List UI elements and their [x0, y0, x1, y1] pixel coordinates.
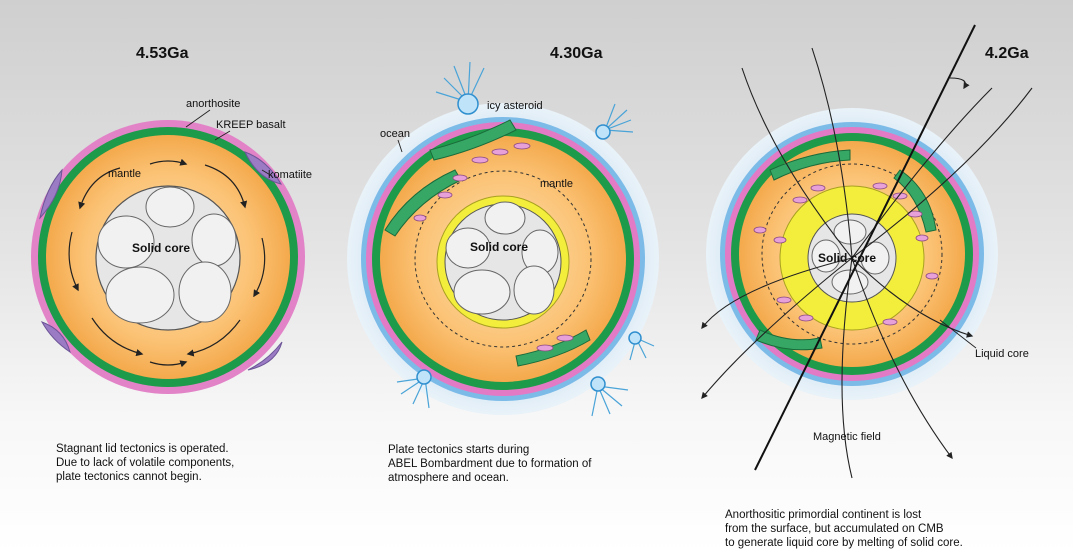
anorthosite-label: anorthosite: [186, 98, 240, 110]
panel-4-53ga: 4.53Ga anorthosite KREEP basalt komatiit…: [31, 45, 312, 394]
caption-line: Stagnant lid tectonics is operated.: [56, 442, 234, 456]
liquid-core-label: Liquid core: [975, 348, 1029, 360]
caption-line: from the surface, but accumulated on CMB: [725, 522, 963, 536]
age-label: 4.53Ga: [136, 45, 189, 62]
ocean-label: ocean: [380, 128, 410, 140]
solid-core-label: Solid core: [470, 240, 528, 254]
age-label: 4.2Ga: [985, 45, 1029, 62]
panel-4-2ga: 4.2Ga Solid core Liquid core Magnetic fi…: [702, 25, 1032, 478]
solid-core-label: Solid core: [132, 241, 190, 255]
komatiite-label: komatiite: [268, 169, 312, 181]
caption-line: Anorthositic primordial continent is los…: [725, 508, 963, 522]
mantle-label: mantle: [540, 178, 573, 190]
caption-line: atmosphere and ocean.: [388, 471, 592, 485]
caption-line: Plate tectonics starts during: [388, 443, 592, 457]
kreep-basalt-label: KREEP basalt: [216, 119, 286, 131]
icy-asteroid-label: icy asteroid: [487, 100, 543, 112]
rotation-arrow: [950, 78, 965, 88]
caption-line: Due to lack of volatile components,: [56, 456, 234, 470]
caption-4-2ga: Anorthositic primordial continent is los…: [725, 508, 963, 550]
caption-line: ABEL Bombardment due to formation of: [388, 457, 592, 471]
panel-4-30ga: 4.30Ga icy asteroid ocean mantle Solid c…: [347, 45, 659, 416]
caption-4-53ga: Stagnant lid tectonics is operated. Due …: [56, 442, 234, 484]
mantle-label: mantle: [108, 168, 141, 180]
caption-4-30ga: Plate tectonics starts during ABEL Bomba…: [388, 443, 592, 485]
magnetic-field-label: Magnetic field: [813, 431, 881, 443]
caption-line: to generate liquid core by melting of so…: [725, 536, 963, 550]
solid-core-label: Solid core: [818, 251, 876, 265]
age-label: 4.30Ga: [550, 45, 603, 62]
caption-line: plate tectonics cannot begin.: [56, 470, 234, 484]
